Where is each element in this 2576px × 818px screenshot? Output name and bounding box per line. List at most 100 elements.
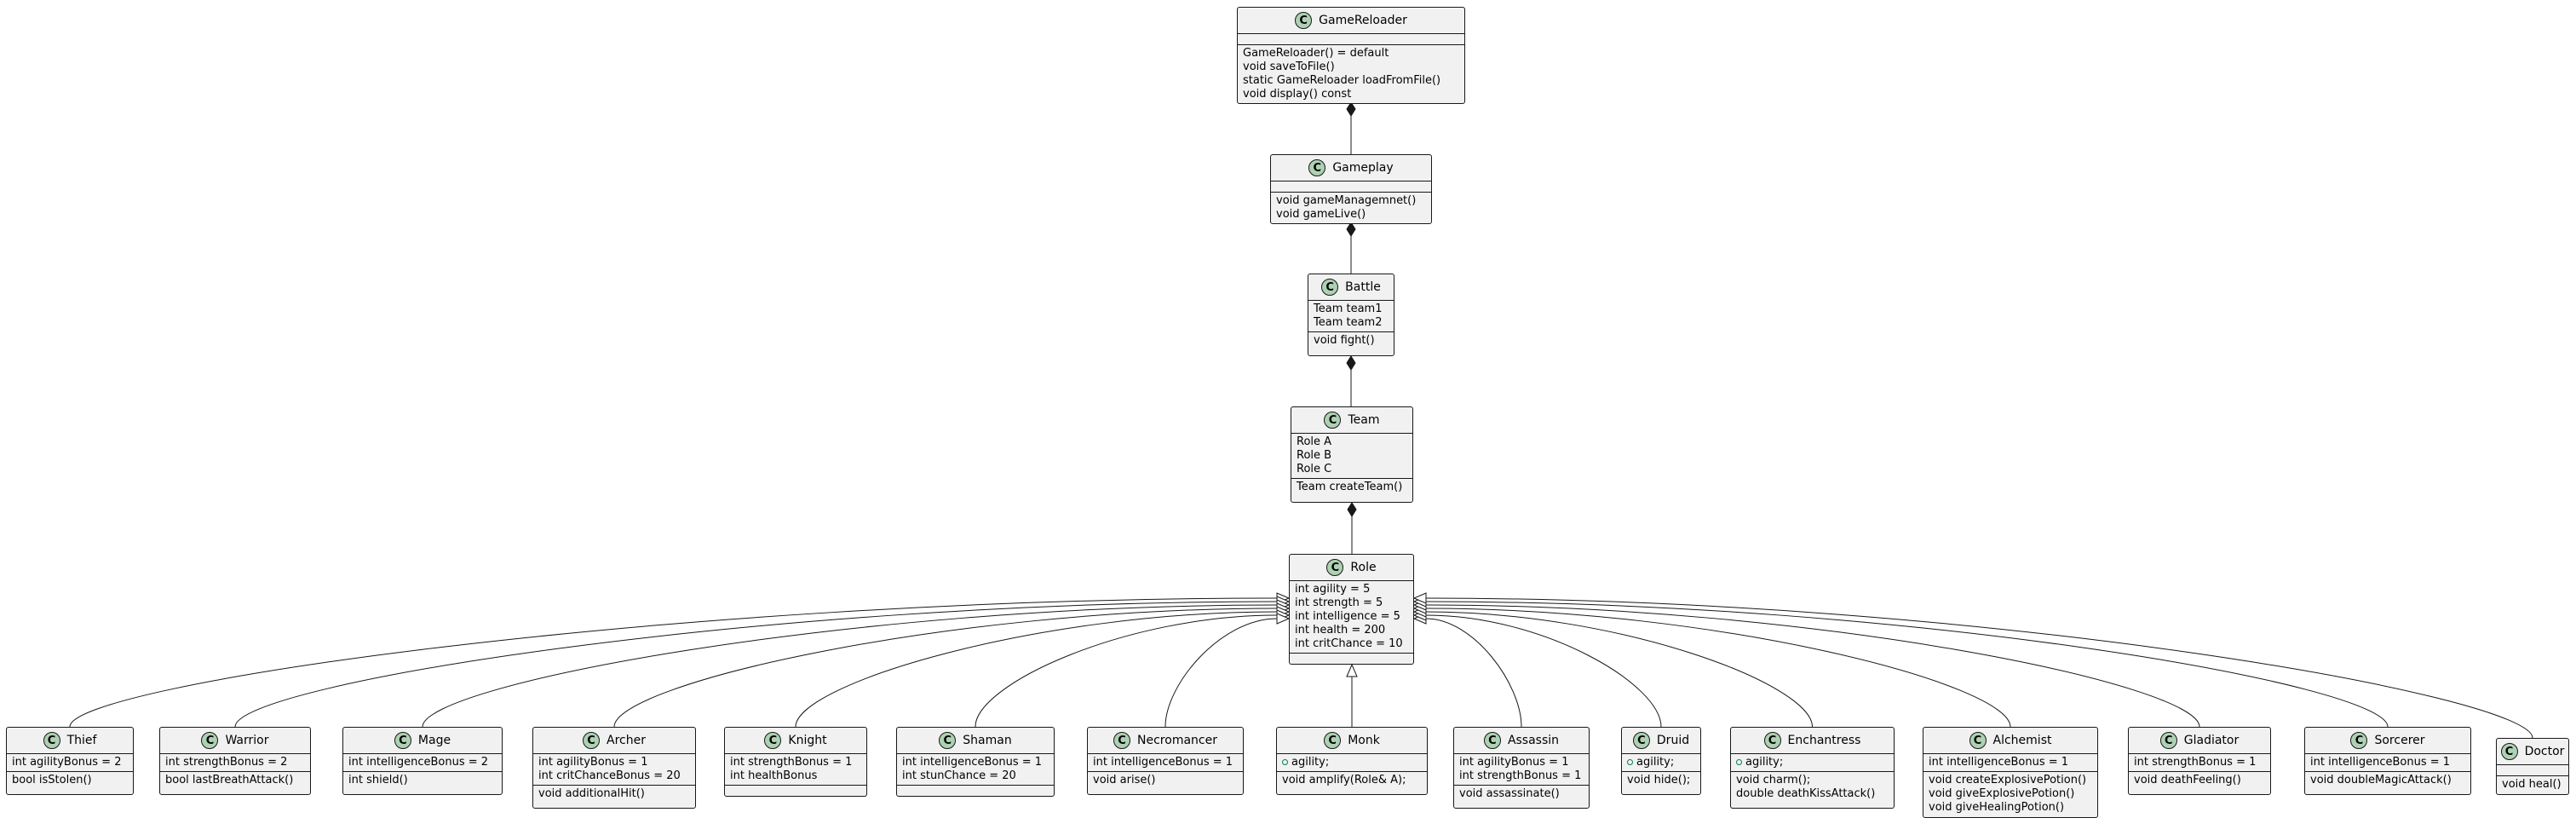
class-methods: void hide(); xyxy=(1622,772,1700,789)
class-attributes: int strengthBonus = 2 xyxy=(160,754,310,772)
class-badge-icon: C xyxy=(1326,559,1344,576)
class-attributes xyxy=(2497,765,2568,776)
generalization-arrowhead xyxy=(1346,663,1358,677)
attribute: int strengthBonus = 1 xyxy=(1459,769,1582,782)
generalization-line xyxy=(1425,597,2533,739)
class-mage: C Mage int intelligenceBonus = 2 int shield… xyxy=(342,727,503,795)
class-badge-icon: C xyxy=(1763,732,1781,749)
generalization-line xyxy=(69,597,1278,728)
class-badge-icon: C xyxy=(394,732,411,749)
class-methods: bool isStolen() xyxy=(7,772,133,789)
attribute: int intelligenceBonus = 2 xyxy=(348,756,489,769)
class-attributes: agility; xyxy=(1277,754,1427,772)
method: void display() const xyxy=(1243,88,1352,101)
attribute: Role A xyxy=(1297,435,1332,448)
class-header: C Druid xyxy=(1622,728,1700,754)
generalization-line xyxy=(422,604,1278,728)
class-name: Shaman xyxy=(963,734,1012,747)
class-name: Knight xyxy=(788,734,827,747)
class-badge-icon: C xyxy=(1632,732,1650,749)
class-methods: void arise() xyxy=(1088,772,1243,789)
generalization-line xyxy=(975,614,1278,728)
class-attributes xyxy=(1238,34,1464,45)
class-badge-icon: C xyxy=(764,732,782,749)
class-badge-icon: C xyxy=(939,732,957,749)
class-name: Mage xyxy=(417,734,451,747)
class-name: Assassin xyxy=(1507,734,1560,747)
generalization-line xyxy=(1425,614,1662,728)
class-methods: void gameManagemnet()void gameLive() xyxy=(1271,193,1431,223)
generalization-line xyxy=(795,611,1278,728)
class-name: Alchemist xyxy=(1992,734,2052,747)
class-methods: void fight() xyxy=(1308,332,1394,349)
composition-diamond xyxy=(1347,502,1357,517)
method: void gameLive() xyxy=(1276,208,1366,221)
generalization-line xyxy=(1425,618,1522,728)
method: static GameReloader loadFromFile() xyxy=(1243,74,1441,87)
attribute: int intelligence = 5 xyxy=(1295,610,1400,623)
class-name: GameReloader xyxy=(1319,14,1407,27)
generalization-line xyxy=(1425,608,2011,728)
method: void createExplosivePotion() xyxy=(1929,774,2087,786)
composition-diamond xyxy=(1346,101,1356,117)
class-name: Sorcerer xyxy=(2374,734,2425,747)
class-attributes: int strengthBonus = 1 xyxy=(2129,754,2270,772)
class-name: Druid xyxy=(1656,734,1690,747)
attribute: agility; xyxy=(1736,756,1889,769)
attribute: int stunChance = 20 xyxy=(902,769,1016,782)
class-attributes: agility; xyxy=(1622,754,1700,772)
method: void gameManagemnet() xyxy=(1276,194,1417,207)
method: void amplify(Role& A); xyxy=(1282,774,1406,786)
method: void arise() xyxy=(1093,774,1156,786)
class-methods: void heal() xyxy=(2497,776,2568,793)
generalization-line xyxy=(1164,618,1278,728)
class-header: C Assassin xyxy=(1454,728,1589,754)
class-attributes: int intelligenceBonus = 2 xyxy=(343,754,502,772)
class-badge-icon: C xyxy=(583,732,601,749)
method: bool lastBreathAttack() xyxy=(165,774,294,786)
class-badge-icon: C xyxy=(1324,412,1342,429)
class-methods: void doubleMagicAttack() xyxy=(2305,772,2470,789)
method: void additionalHit() xyxy=(538,787,645,800)
class-druid: C Druid agility;void hide(); xyxy=(1621,727,1701,795)
attribute: int critChance = 10 xyxy=(1295,637,1403,650)
generalization-line xyxy=(1425,604,2200,728)
attribute: int healthBonus xyxy=(730,769,818,782)
class-attributes: agility; xyxy=(1731,754,1894,772)
attribute: int strengthBonus = 2 xyxy=(165,756,288,769)
class-methods: void deathFeeling() xyxy=(2129,772,2270,789)
class-badge-icon: C xyxy=(43,732,60,749)
class-methods xyxy=(897,786,1054,796)
attribute: int intelligenceBonus = 1 xyxy=(1093,756,1233,769)
class-methods: int shield() xyxy=(343,772,502,789)
class-name: Archer xyxy=(607,734,646,747)
class-badge-icon: C xyxy=(1483,732,1501,749)
class-name: Gladiator xyxy=(2183,734,2240,747)
class-methods xyxy=(1290,654,1413,664)
generalization-line xyxy=(1425,601,2389,728)
class-methods: void createExplosivePotion()void giveExp… xyxy=(1923,772,2097,816)
method: void saveToFile() xyxy=(1243,60,1335,73)
method: void fight() xyxy=(1314,334,1375,347)
